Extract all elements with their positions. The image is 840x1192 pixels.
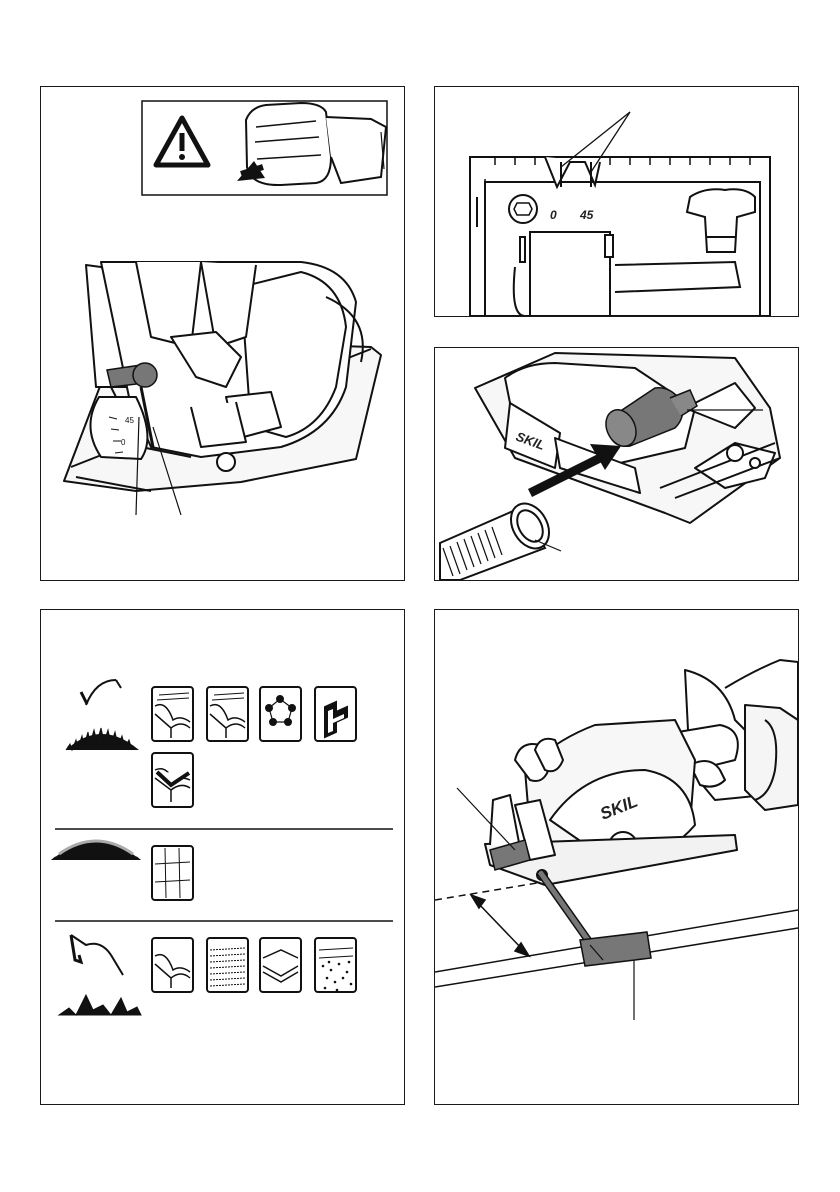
hex-bolt-icon (509, 195, 537, 223)
depth-knob-icon (217, 453, 235, 471)
bevel-adjustment-illustration: 45 0 (41, 87, 404, 580)
svg-text:0: 0 (121, 438, 126, 447)
material-icons-row3 (152, 938, 356, 992)
material-icon-tile (152, 846, 193, 900)
workpiece-board (435, 880, 798, 987)
cutting-indicator-illustration: 0 45 (435, 87, 798, 316)
cut-width-arrow-icon (471, 895, 529, 956)
material-icons-row1 (152, 687, 356, 807)
parallel-guide-illustration: SKIL (435, 610, 798, 1104)
dust-extraction-illustration: SKIL (435, 348, 798, 580)
panel-blade-selection (40, 609, 405, 1105)
panel-cutting-indicator: 0 45 (434, 86, 799, 317)
blade-selection-illustration (41, 610, 404, 1104)
hands-and-saw-illustration (485, 660, 798, 885)
label-45: 45 (579, 208, 594, 222)
coarse-tooth-blade-icon (59, 935, 141, 1015)
svg-text:45: 45 (125, 416, 134, 425)
vacuum-hose-icon (440, 497, 557, 580)
label-zero: 0 (550, 208, 557, 222)
panel-dust-extraction: SKIL (434, 347, 799, 581)
panel-parallel-guide: SKIL (434, 609, 799, 1105)
abrasive-disc-icon (51, 840, 141, 860)
panel-bevel-adjustment: 45 0 (40, 86, 405, 581)
fine-tooth-blade-icon (66, 680, 139, 750)
